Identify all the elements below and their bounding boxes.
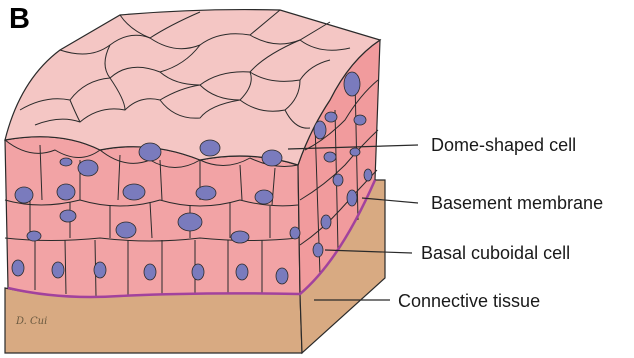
label-basal-cuboidal-cell: Basal cuboidal cell [421, 243, 570, 264]
label-dome-shaped-cell: Dome-shaped cell [431, 135, 576, 156]
artist-signature: D. Cui [16, 316, 47, 327]
label-basement-membrane: Basement membrane [431, 193, 603, 214]
label-connective-tissue: Connective tissue [398, 291, 540, 312]
